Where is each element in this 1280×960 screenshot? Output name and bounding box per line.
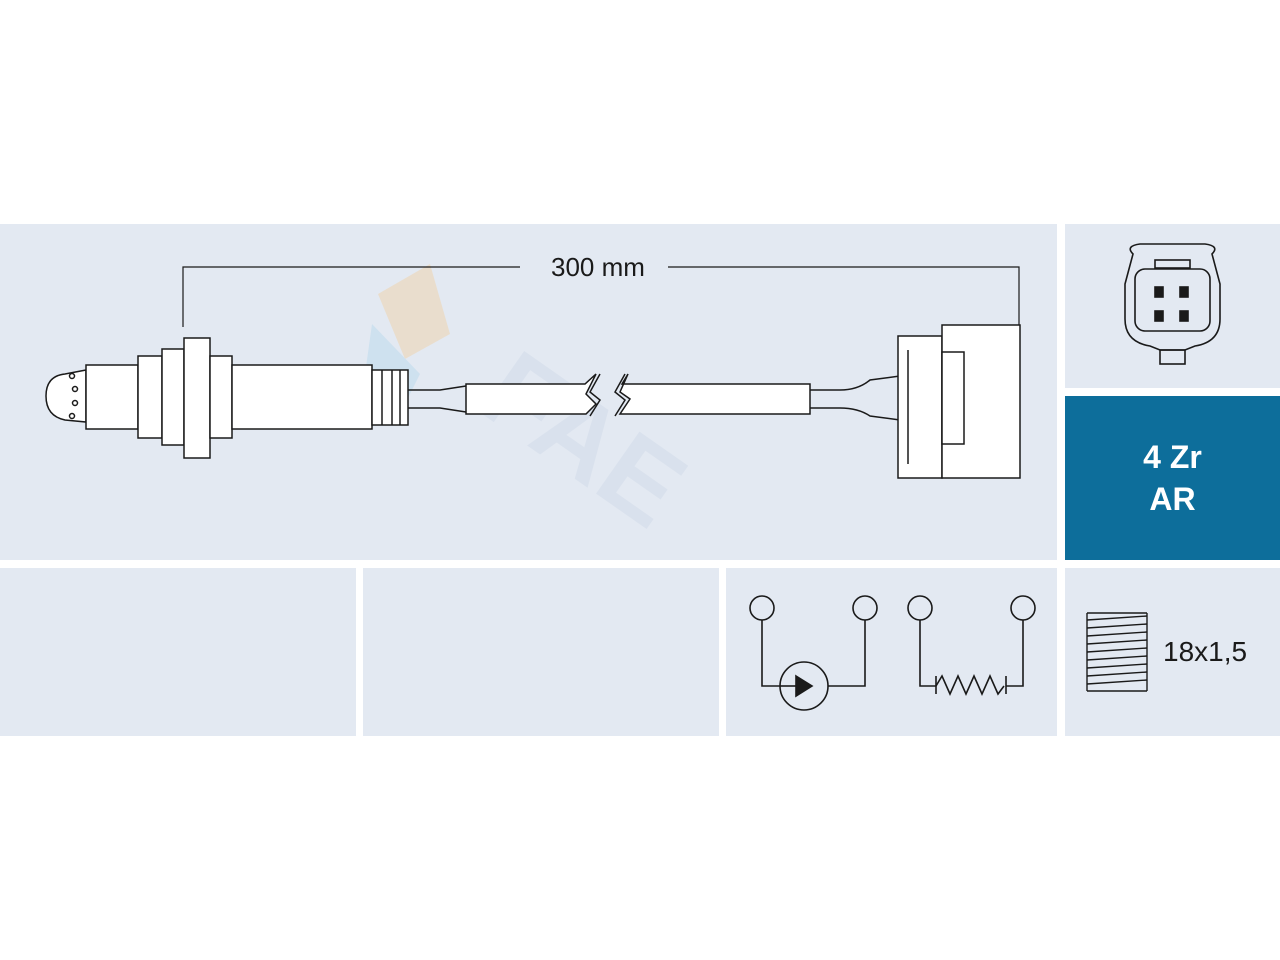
sensor-body: [45, 337, 409, 459]
empty-panel-1: [0, 568, 356, 736]
sensor-type-badge: 4 Zr AR: [1065, 396, 1280, 560]
wiring-schematic: [749, 595, 1036, 711]
dimension-line: [182, 266, 1020, 327]
product-drawing-panel: FAE: [0, 224, 1057, 560]
thread-icon: [1086, 612, 1148, 692]
connector-4-pin-icon: [1124, 243, 1221, 365]
sensing-element-symbol-icon: [749, 595, 878, 711]
thread-size-label: 18x1,5: [1163, 636, 1248, 667]
connector-plug: [897, 324, 1021, 479]
connector-face-panel: [1065, 224, 1280, 388]
svg-text:FAE: FAE: [461, 328, 707, 551]
sensor-type-line2: AR: [1149, 481, 1196, 517]
thread-panel: 18x1,5: [1065, 568, 1280, 736]
cable-sleeve: [465, 373, 811, 417]
wiring-schematic-panel: [726, 568, 1057, 736]
empty-panel-2: [363, 568, 719, 736]
heater-resistor-icon: [907, 595, 1036, 696]
oxygen-sensor-drawing: FAE: [45, 264, 1021, 551]
sensor-type-line1: 4 Zr: [1143, 439, 1202, 475]
cable-length-label: 300 mm: [551, 252, 645, 282]
sensor-wires: [408, 375, 901, 421]
